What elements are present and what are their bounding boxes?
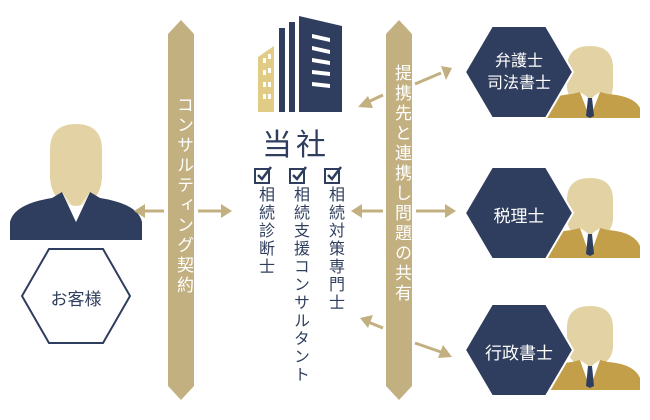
partner-hexagon-middle [463, 166, 575, 260]
partner-label-top: 弁護士 司法書士 [469, 50, 569, 94]
partner-arrow-bottom [360, 315, 452, 358]
cooperation-label: 提携先と連携し問題の共有 [391, 64, 411, 304]
partner-hexagon-top [463, 25, 575, 119]
customer-label: お客様 [50, 290, 102, 310]
customer-person-icon [10, 124, 142, 240]
contract-banner [168, 20, 194, 400]
cooperation-banner [386, 20, 412, 400]
partner-label-bottom: 行政書士 [485, 344, 553, 364]
checkbox-icon [289, 166, 307, 184]
company-name: 当社 [262, 128, 330, 163]
partner-label-middle: 税理士 [493, 207, 545, 227]
partner-arrow-top [358, 66, 452, 108]
qualification-item: 相続対策専門士 [326, 186, 345, 312]
partner-arrow-middle [351, 204, 456, 218]
checkbox-icon [254, 166, 272, 184]
qualification-item: 相続支援コンサルタント [291, 186, 310, 384]
qualification-item: 相続診断士 [256, 186, 275, 276]
partner-label-line: 司法書士 [486, 73, 551, 92]
partner-person-icon-middle [540, 178, 640, 258]
contract-label: コンサルティング契約 [173, 96, 193, 296]
partner-hexagon-bottom [463, 303, 575, 397]
checkbox-icon [324, 166, 342, 184]
partner-person-icon-bottom [540, 306, 640, 390]
customer-hexagon [20, 248, 132, 344]
contract-arrow [134, 204, 232, 218]
partner-person-icon-top [540, 46, 640, 118]
building-icon [258, 16, 342, 112]
partner-label-line: 弁護士 [494, 51, 543, 70]
